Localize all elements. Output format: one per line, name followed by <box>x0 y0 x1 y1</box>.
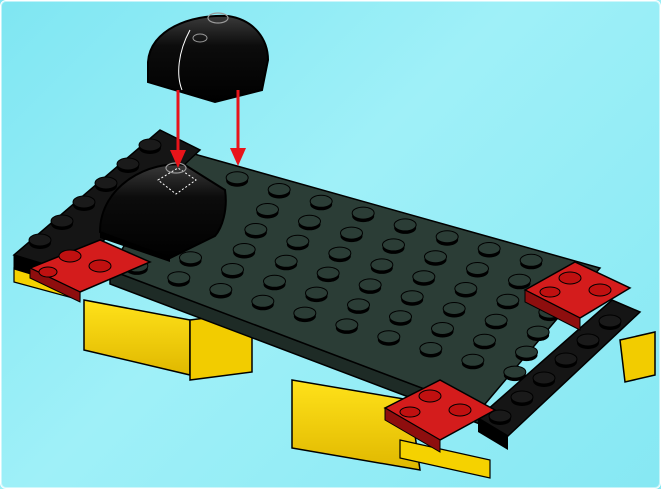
plate-stud <box>299 215 321 230</box>
plate-stud <box>252 295 274 310</box>
plate-stud <box>310 195 332 210</box>
plate-stud <box>527 326 549 341</box>
plate-stud <box>509 274 531 289</box>
end-plate-stud <box>533 372 555 387</box>
plate-stud <box>268 184 290 199</box>
plate-stud <box>210 284 232 299</box>
end-plate-stud <box>51 215 73 230</box>
plate-stud <box>348 299 370 314</box>
yellow-block-left <box>84 300 190 375</box>
plate-stud <box>425 251 447 266</box>
plate-stud <box>317 267 339 282</box>
curved-brick-falling <box>148 13 268 102</box>
end-plate-stud <box>73 196 95 211</box>
plate-stud <box>287 235 309 250</box>
plate-stud <box>497 294 519 309</box>
plate-stud <box>222 264 244 279</box>
plate-stud <box>390 311 412 326</box>
plate-stud <box>306 287 328 302</box>
end-plate-stud <box>95 177 117 192</box>
plate-stud <box>436 231 458 246</box>
plate-stud <box>462 354 484 369</box>
plate-stud <box>329 247 351 262</box>
plate-stud <box>413 271 435 286</box>
plate-stud <box>336 319 358 334</box>
arrow-right <box>230 90 246 166</box>
yellow-block-right-side <box>620 332 655 382</box>
plate-stud <box>378 331 400 346</box>
plate-stud <box>485 314 507 329</box>
plate-stud <box>264 275 286 290</box>
plate-stud <box>371 259 393 274</box>
end-plate-stud <box>511 391 533 406</box>
plate-stud <box>443 303 465 318</box>
plate-stud <box>383 239 405 254</box>
plate-stud <box>245 224 267 239</box>
plate-stud <box>467 263 489 278</box>
end-plate-stud <box>599 315 621 330</box>
plate-stud <box>455 283 477 298</box>
plate-stud <box>516 346 538 361</box>
plate-stud <box>341 227 363 242</box>
plate-stud <box>275 255 297 270</box>
plate-stud <box>180 252 202 267</box>
plate-stud <box>168 272 190 287</box>
plate-stud <box>294 307 316 322</box>
plate-stud <box>420 343 442 358</box>
plate-stud <box>474 334 496 349</box>
yellow-rail-bottom <box>400 440 490 478</box>
end-plate-stud <box>555 353 577 368</box>
placement-arrows <box>170 90 246 168</box>
plate-stud <box>352 207 374 222</box>
plate-stud <box>520 254 542 269</box>
end-plate-stud <box>577 334 599 349</box>
plate-stud <box>432 323 454 338</box>
end-plate-stud <box>29 234 51 249</box>
plate-stud <box>257 204 279 219</box>
plate-stud <box>233 244 255 259</box>
plate-stud <box>359 279 381 294</box>
end-plate-stud <box>139 139 161 154</box>
plate-stud <box>394 219 416 234</box>
plate-stud <box>401 291 423 306</box>
plate-stud <box>478 243 500 258</box>
plate-stud <box>226 172 248 187</box>
end-plate-stud <box>117 158 139 173</box>
